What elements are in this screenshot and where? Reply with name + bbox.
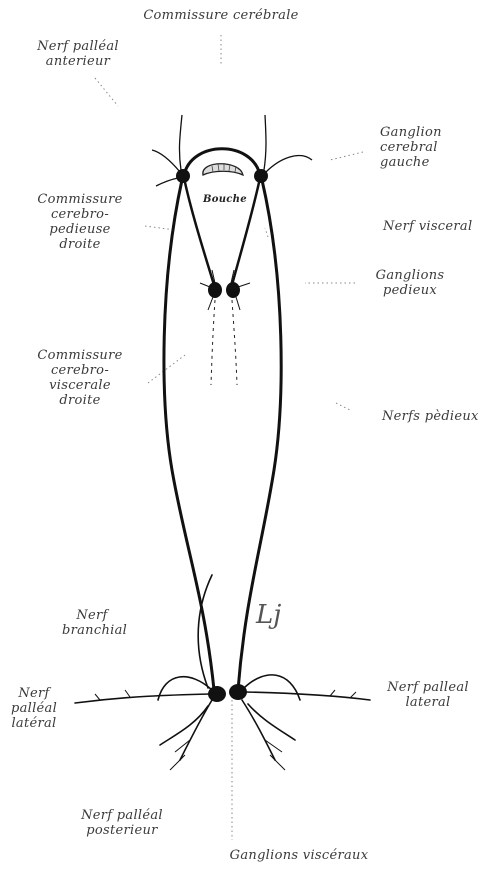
label-nerf-branchial: Nerf branchial xyxy=(62,608,122,638)
label-ganglions-pedieux: Ganglions pedieux xyxy=(360,268,460,298)
label-commissure-cerebrale: Commissure cerébrale xyxy=(140,8,302,23)
leader-nerf-visceral xyxy=(265,228,268,237)
label-bouche: Bouche xyxy=(203,192,247,207)
label-nerf-visceral: Nerf visceral xyxy=(383,219,472,234)
label-nerf-palleal-lateral-right: Nerf palleal lateral xyxy=(378,680,478,710)
cerebral-ganglion-right xyxy=(176,169,190,183)
leader-nerfs-pedieux xyxy=(336,403,352,411)
label-ganglions-visceraux: Ganglions viscéraux xyxy=(214,848,384,863)
label-commissure-cerebro-viscerale: Commissure cerebro- viscerale droite xyxy=(30,348,130,408)
leader-commissure-cerebro-viscerale xyxy=(148,355,185,383)
label-nerfs-pedieux: Nerfs pèdieux xyxy=(382,409,479,424)
label-nerf-palleal-lateral-left: Nerf palléal latéral xyxy=(2,686,66,731)
pedal-ganglion-left xyxy=(226,282,240,298)
mouth-shape xyxy=(203,164,243,175)
leader-commissure-cerebro-pedieuse xyxy=(145,226,175,230)
label-commissure-cerebro-pedieuse: Commissure cerebro- pedieuse droite xyxy=(30,192,130,252)
label-ganglion-cerebral-gauche: Ganglion cerebral gauche xyxy=(380,125,470,170)
leader-ganglion-cerebral xyxy=(330,152,363,160)
pedal-ganglion-right xyxy=(208,282,222,298)
leader-nerf-palleal-anterieur xyxy=(95,78,118,106)
cerebral-ganglion-left xyxy=(254,169,268,183)
label-nerf-palleal-anterieur: Nerf palléal anterieur xyxy=(30,39,126,69)
signature-monogram: Lj xyxy=(256,600,281,630)
label-nerf-palleal-posterieur: Nerf palléal posterieur xyxy=(66,808,178,838)
